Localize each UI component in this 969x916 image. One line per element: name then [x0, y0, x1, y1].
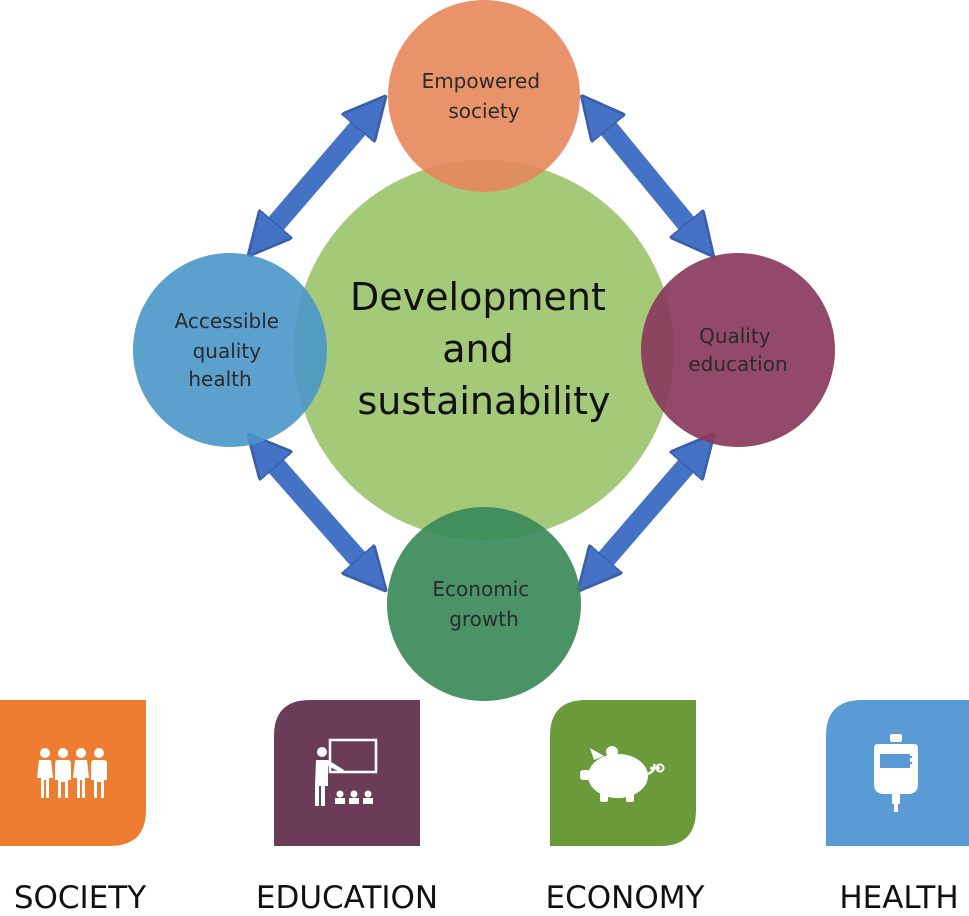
tile-health: [826, 700, 969, 846]
piggy-bank-icon: [580, 746, 665, 802]
arrows: [262, 112, 700, 575]
arrow-left-bottom: [262, 450, 372, 575]
node-bottom-label: Economic growth: [432, 577, 535, 631]
tile-education: [274, 700, 420, 846]
node-top-label: Empowered society: [422, 69, 547, 123]
tile-society-background: [0, 700, 146, 846]
label-society: SOCIETY: [13, 880, 147, 916]
node-left-label: Accessible quality health: [175, 309, 286, 391]
people-icon: [37, 748, 107, 798]
center-label: Development and sustainability: [350, 275, 618, 423]
node-top-circle: [388, 0, 580, 192]
arrow-top-left: [262, 112, 372, 240]
label-health: HEALTH: [839, 880, 959, 916]
tile-economy: [550, 700, 696, 846]
label-economy: ECONOMY: [545, 880, 705, 916]
node-left-circle: [133, 253, 327, 447]
teacher-icon: [315, 738, 378, 806]
tile-society: [0, 700, 146, 846]
node-right-label: Quality education: [688, 324, 787, 376]
center-circle: [294, 160, 674, 540]
arrow-top-right: [595, 112, 700, 240]
arrow-right-bottom: [592, 450, 700, 575]
label-education: EDUCATION: [255, 880, 439, 916]
iv-drip-bag-icon: [874, 734, 918, 812]
node-right-circle: [641, 253, 835, 447]
node-bottom-circle: [387, 507, 581, 701]
